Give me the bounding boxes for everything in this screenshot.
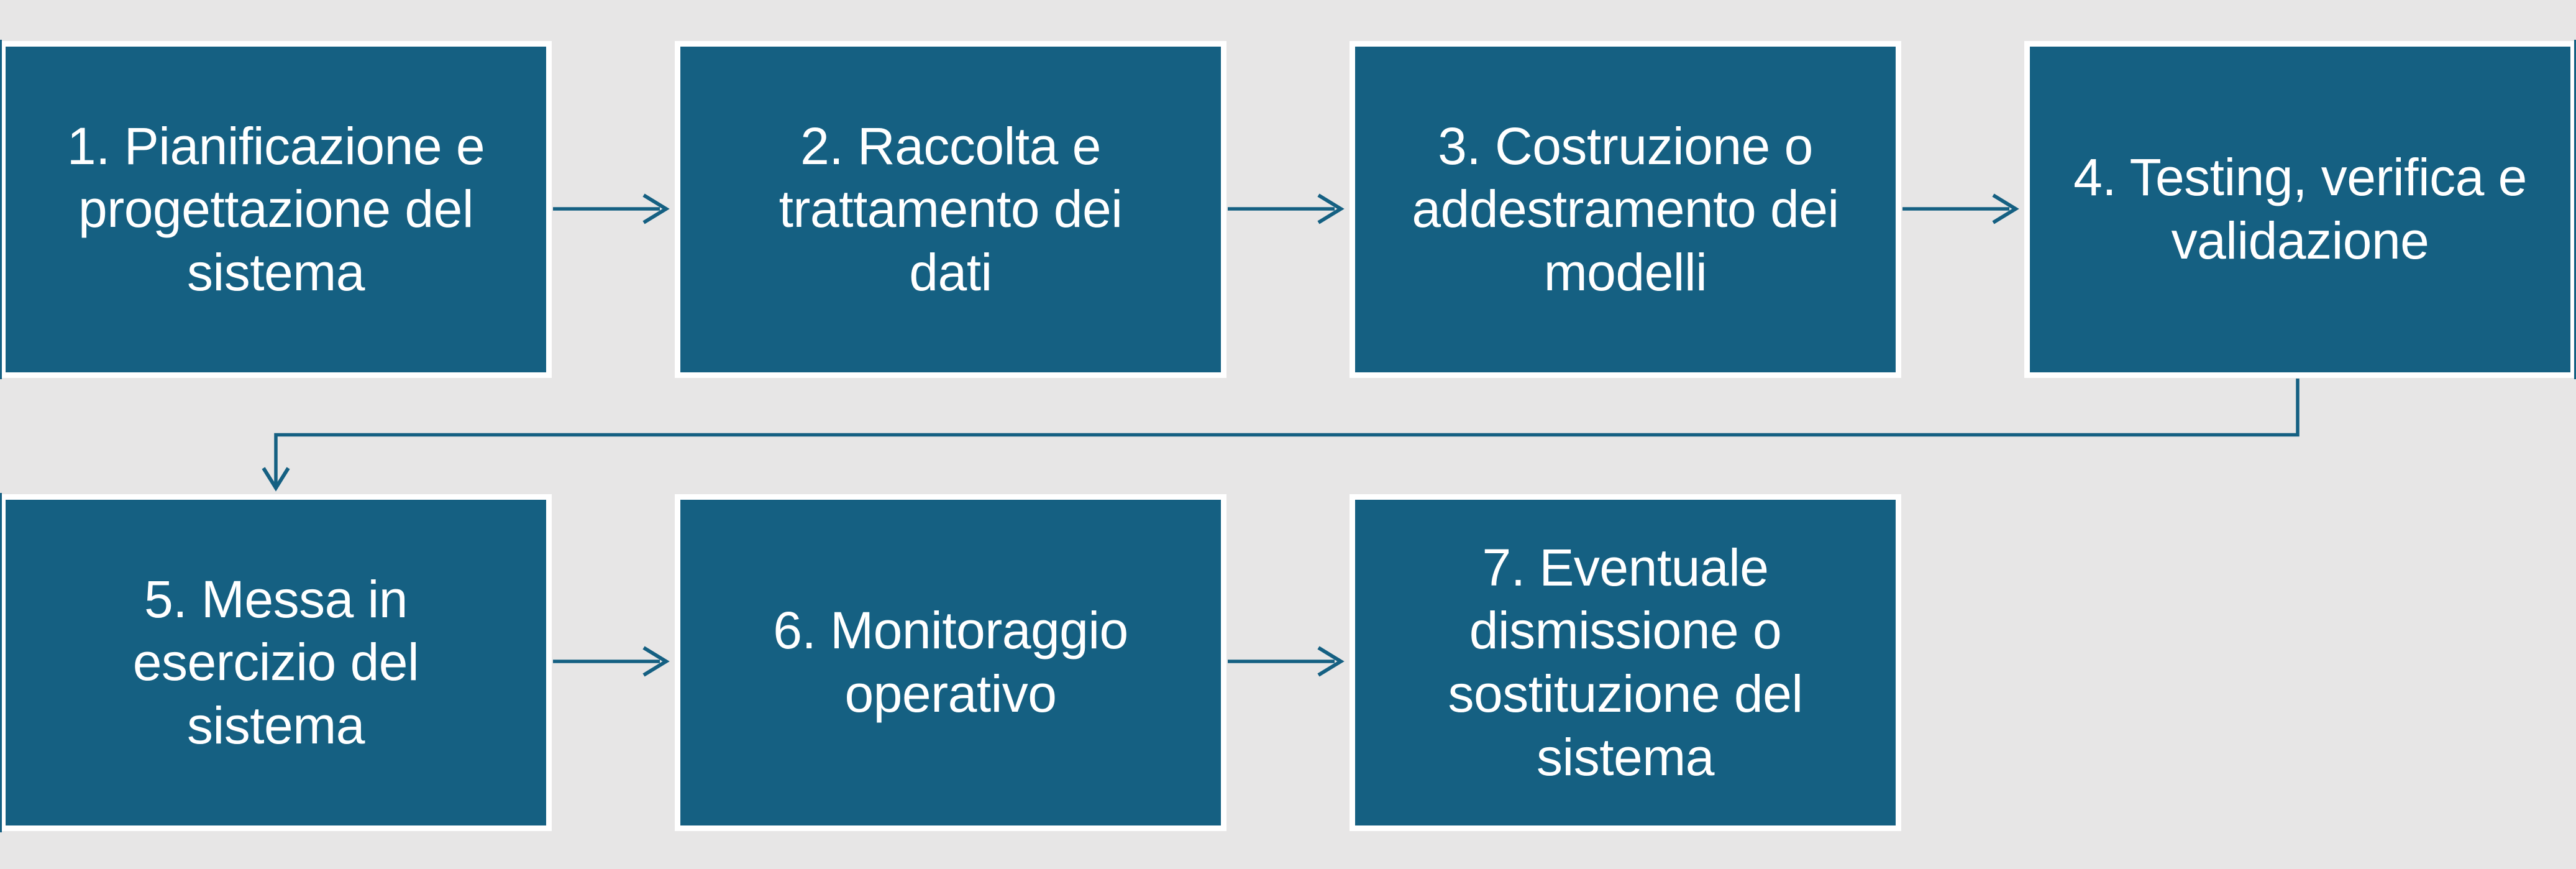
flow-step-4: 4. Testing, verifica e validazione xyxy=(2024,41,2576,378)
arrow-step2-to-step3 xyxy=(1228,193,1345,224)
flow-step-2: 2. Raccolta e trattamento dei dati xyxy=(675,41,1226,378)
flow-step-1-label: 1. Pianificazione e progettazione del si… xyxy=(66,116,485,301)
arrow-step1-to-step2 xyxy=(553,193,670,224)
flow-step-2-label: 2. Raccolta e trattamento dei dati xyxy=(779,116,1123,301)
flow-step-6-label: 6. Monitoraggio operativo xyxy=(773,601,1128,723)
flow-step-1: 1. Pianificazione e progettazione del si… xyxy=(0,41,552,378)
flow-step-3: 3. Costruzione o addestramento dei model… xyxy=(1350,41,1901,378)
flow-step-5: 5. Messa in esercizio del sistema xyxy=(0,494,552,831)
flow-step-5-label: 5. Messa in esercizio del sistema xyxy=(132,569,419,755)
arrow-step5-to-step6 xyxy=(553,646,670,677)
arrow-step4-to-step5 xyxy=(262,379,2300,492)
flow-step-7: 7. Eventuale dismissione o sostituzione … xyxy=(1350,494,1901,831)
flow-step-7-label: 7. Eventuale dismissione o sostituzione … xyxy=(1448,538,1803,786)
edge-sliver-right-top xyxy=(2574,40,2576,379)
edge-sliver-left-top xyxy=(0,40,2,379)
arrow-step6-to-step7 xyxy=(1228,646,1345,677)
flow-step-6: 6. Monitoraggio operativo xyxy=(675,494,1226,831)
flow-step-4-label: 4. Testing, verifica e validazione xyxy=(2073,148,2527,270)
arrow-step3-to-step4 xyxy=(1902,193,2019,224)
edge-sliver-left-bottom xyxy=(0,493,2,832)
flow-step-3-label: 3. Costruzione o addestramento dei model… xyxy=(1412,116,1839,301)
